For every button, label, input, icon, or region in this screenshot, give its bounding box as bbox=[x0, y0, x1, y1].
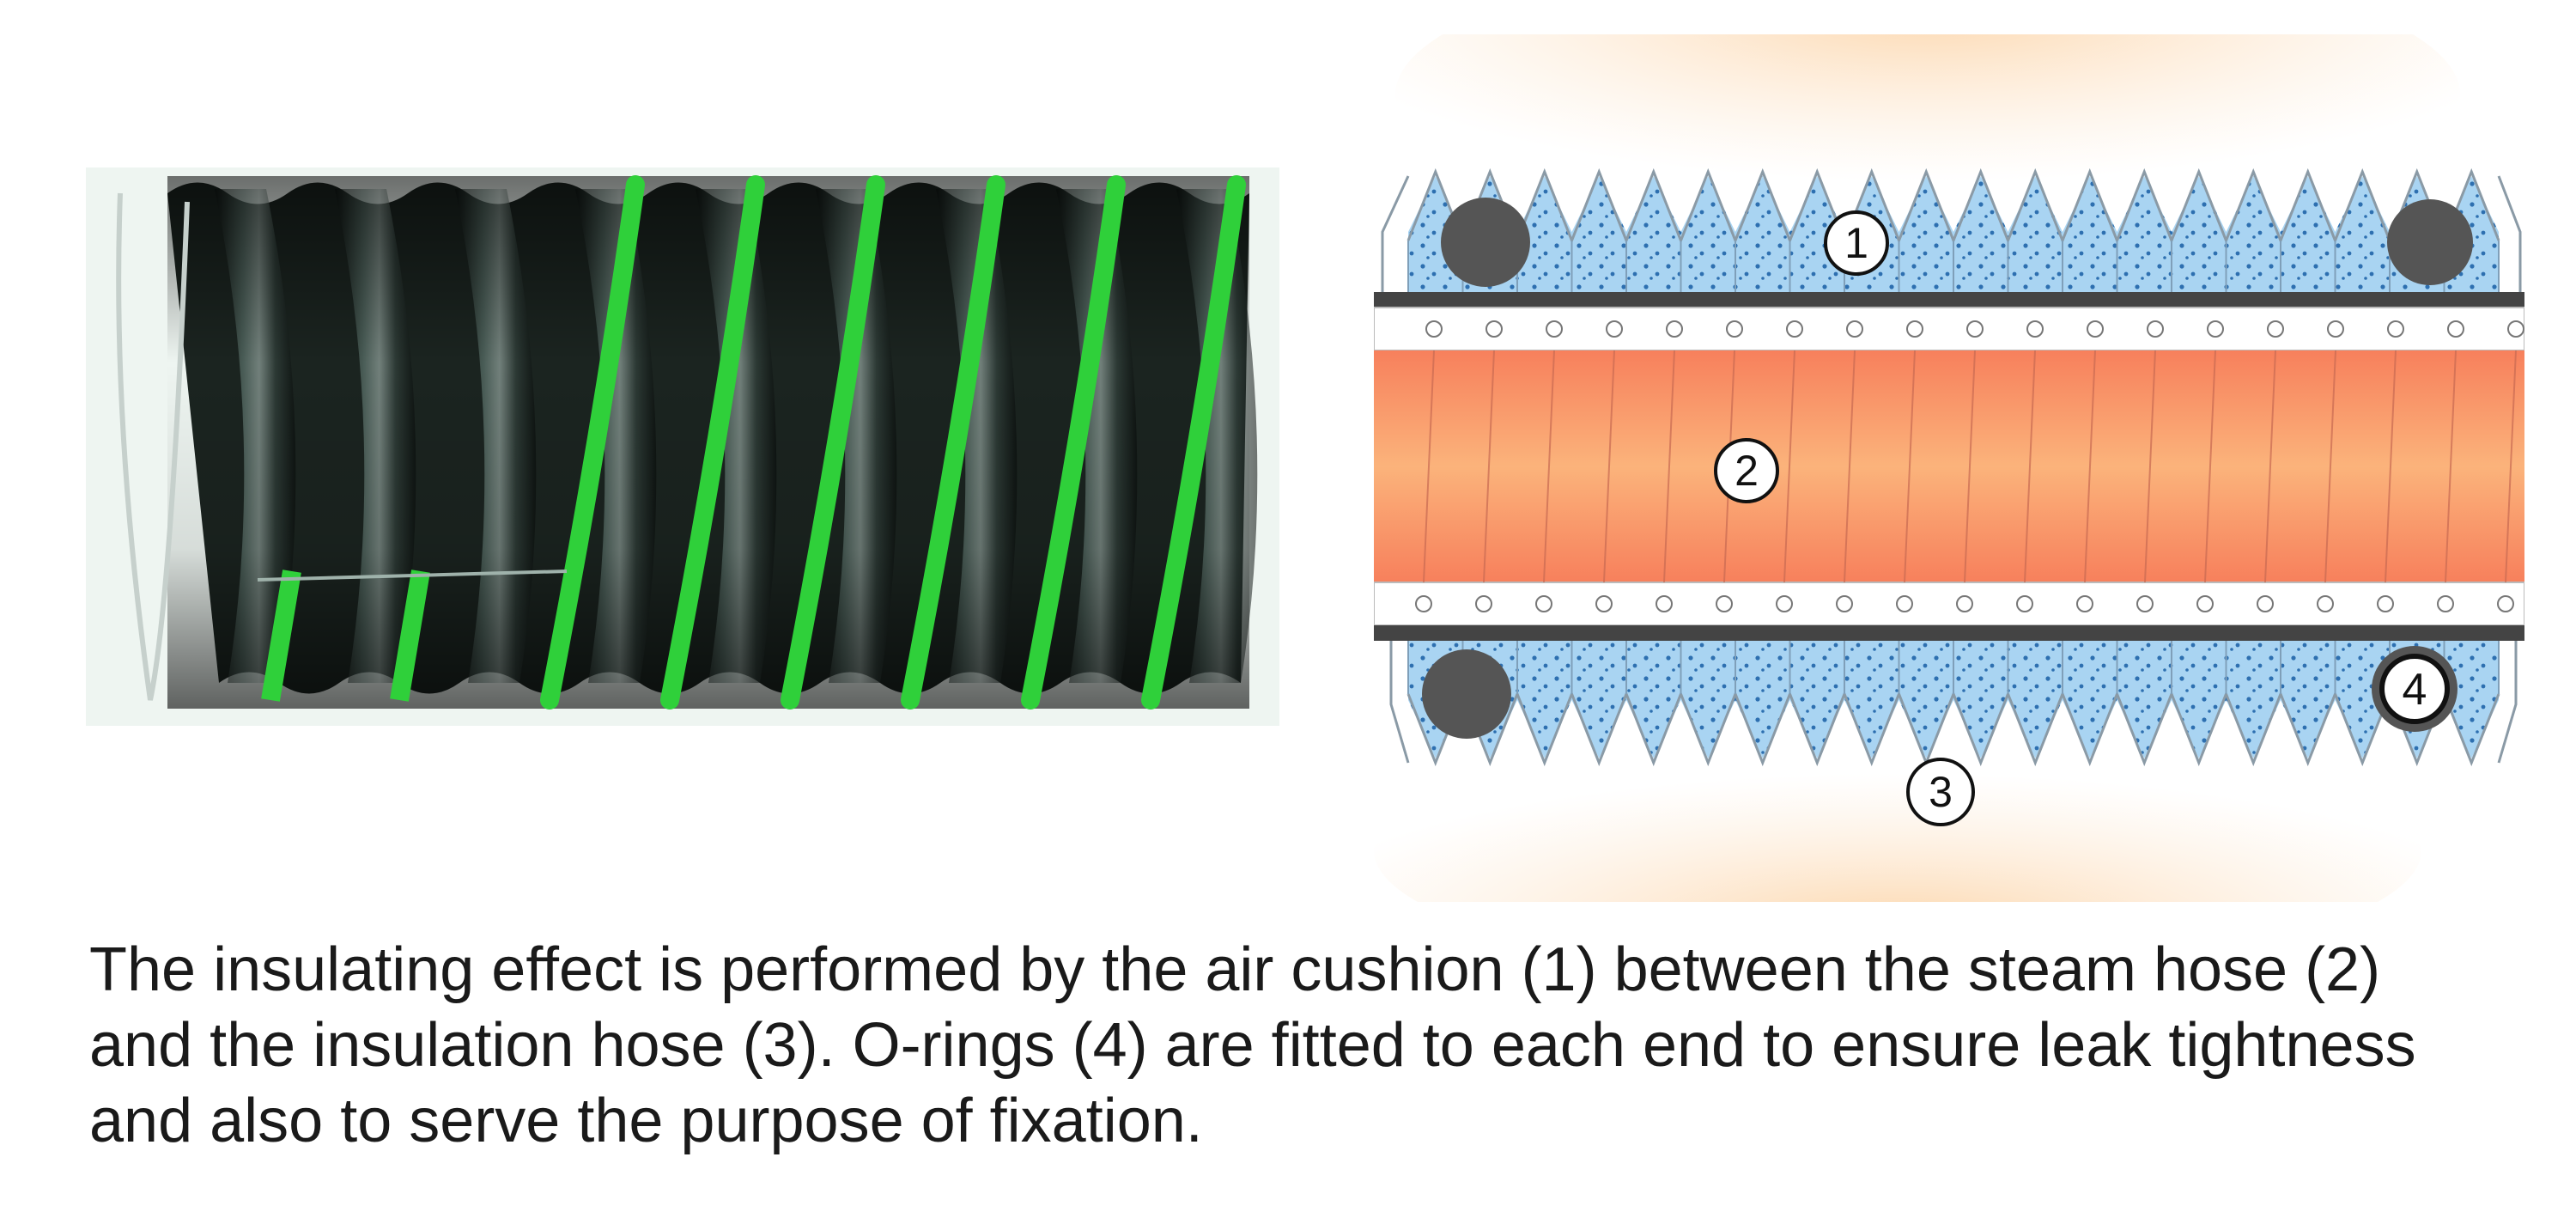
steam-hose-wire bbox=[2204, 350, 2216, 583]
steam-hose-rivet bbox=[2497, 595, 2514, 612]
steam-hose-rivet bbox=[2377, 595, 2394, 612]
steam-hose-rivet bbox=[2196, 595, 2214, 612]
steam-hose-rivet bbox=[2317, 595, 2334, 612]
steam-hose-rivet bbox=[1836, 595, 1853, 612]
insulation-hose-end-left bbox=[1381, 175, 1410, 292]
steam-hose-rivet bbox=[2507, 320, 2524, 338]
steam-hose-wire bbox=[1483, 350, 1495, 583]
steam-hose-rivet bbox=[2267, 320, 2284, 338]
steam-hose-rivet bbox=[1475, 595, 1492, 612]
hose-seam bbox=[257, 569, 568, 582]
marker-3-label: 3 bbox=[1929, 768, 1953, 816]
steam-hose-wire bbox=[2264, 350, 2276, 583]
o-ring-top-left bbox=[1441, 198, 1530, 287]
warm-glow-bottom bbox=[1374, 722, 2421, 902]
description-caption: The insulating effect is performed by th… bbox=[89, 932, 2545, 1159]
steam-hose-wire bbox=[2144, 350, 2156, 583]
steam-hose-wire bbox=[1783, 350, 1795, 583]
steam-hose-wire bbox=[2024, 350, 2036, 583]
marker-1: 1 bbox=[1824, 210, 1889, 276]
steam-hose-rivet bbox=[2076, 595, 2093, 612]
steam-hose-rivet bbox=[1666, 320, 1683, 338]
o-ring-bottom-left bbox=[1422, 649, 1511, 739]
steam-hose-rivet bbox=[1656, 595, 1673, 612]
steam-hose-rivet bbox=[2387, 320, 2404, 338]
steam-hose-rivet bbox=[2136, 595, 2154, 612]
steam-hose-rivet bbox=[2087, 320, 2104, 338]
steam-hose-rivet bbox=[1485, 320, 1503, 338]
steam-hose-rivet bbox=[1546, 320, 1563, 338]
steam-hose-wire bbox=[1844, 350, 1856, 583]
o-ring-top-right bbox=[2387, 199, 2473, 285]
insulation-hose-end-right bbox=[2497, 641, 2518, 764]
steam-hose-rivet bbox=[1966, 320, 1984, 338]
hose-green-stripe bbox=[901, 175, 1005, 710]
marker-4-label: 4 bbox=[2403, 665, 2427, 715]
steam-hose-rivet bbox=[1906, 320, 1923, 338]
steam-hose-rivet bbox=[1726, 320, 1743, 338]
caption-line-1: The insulating effect is performed by th… bbox=[89, 935, 2381, 1004]
steam-hose-rivet bbox=[1846, 320, 1863, 338]
hose-green-stripe bbox=[261, 569, 301, 702]
steam-hose-wire bbox=[1663, 350, 1675, 583]
hose-green-stripe bbox=[1021, 175, 1126, 710]
marker-2-label: 2 bbox=[1735, 447, 1759, 495]
steam-hose-wire bbox=[1543, 350, 1555, 583]
steam-hose-rivet bbox=[1606, 320, 1623, 338]
hose-green-stripe bbox=[1141, 175, 1246, 710]
steam-hose-core bbox=[1374, 350, 2524, 582]
marker-2: 2 bbox=[1714, 438, 1779, 503]
steam-hose-rivet bbox=[2437, 595, 2454, 612]
steam-hose-rivet bbox=[2257, 595, 2274, 612]
steam-hose-rivet bbox=[1535, 595, 1552, 612]
steam-hose-wire bbox=[2505, 350, 2517, 583]
steam-hose-rivets bbox=[1415, 320, 2524, 612]
steam-hose-rivet bbox=[1786, 320, 1803, 338]
steam-hose-rivet bbox=[1425, 320, 1443, 338]
steam-hose-rivet bbox=[2147, 320, 2164, 338]
steam-hose-bottom-wall bbox=[1374, 625, 2524, 641]
hose-cut-edge bbox=[116, 192, 190, 701]
steam-hose-rivet bbox=[1896, 595, 1913, 612]
caption-line-2: and the insulation hose (3). O-rings (4)… bbox=[89, 1011, 2416, 1080]
hose-green-stripe bbox=[540, 175, 645, 710]
steam-hose-rivet bbox=[1716, 595, 1733, 612]
steam-hose-rivet bbox=[1595, 595, 1613, 612]
steam-hose-rivet bbox=[1776, 595, 1793, 612]
steam-hose-rivet bbox=[2447, 320, 2464, 338]
steam-hose-wire bbox=[1904, 350, 1916, 583]
steam-hose-rivet bbox=[1415, 595, 1432, 612]
steam-hose-rivet bbox=[1956, 595, 1973, 612]
steam-hose-rivet bbox=[2207, 320, 2224, 338]
steam-hose-wire bbox=[1603, 350, 1615, 583]
steam-hose-wire bbox=[2445, 350, 2457, 583]
steam-hose-wire bbox=[2084, 350, 2096, 583]
marker-3: 3 bbox=[1906, 758, 1975, 826]
caption-line-3: and also to serve the purpose of fixatio… bbox=[89, 1087, 1203, 1155]
insulation-hose-end-right bbox=[2497, 175, 2522, 292]
steam-hose-rivet bbox=[2026, 320, 2044, 338]
hose-green-stripe bbox=[660, 175, 765, 710]
steam-hose-wire bbox=[2385, 350, 2397, 583]
insulation-hose-end-left bbox=[1389, 641, 1410, 764]
steam-hose-wire bbox=[2324, 350, 2336, 583]
insulation-hose-photo bbox=[86, 167, 1279, 726]
hose-green-stripe bbox=[390, 569, 430, 702]
steam-hose-rivet bbox=[2016, 595, 2033, 612]
steam-hose-top-wall bbox=[1374, 292, 2524, 308]
hose-green-stripe bbox=[781, 175, 885, 710]
steam-hose-rivet bbox=[2327, 320, 2344, 338]
steam-hose-wire-helix bbox=[1423, 350, 2517, 583]
hose-cross-section-diagram: 1 2 3 4 bbox=[1374, 34, 2524, 902]
marker-1-label: 1 bbox=[1844, 219, 1868, 267]
steam-hose-wire bbox=[1423, 350, 1435, 583]
steam-hose-wire bbox=[1964, 350, 1976, 583]
hose-stripes bbox=[261, 175, 1246, 710]
marker-4: 4 bbox=[2379, 654, 2450, 724]
